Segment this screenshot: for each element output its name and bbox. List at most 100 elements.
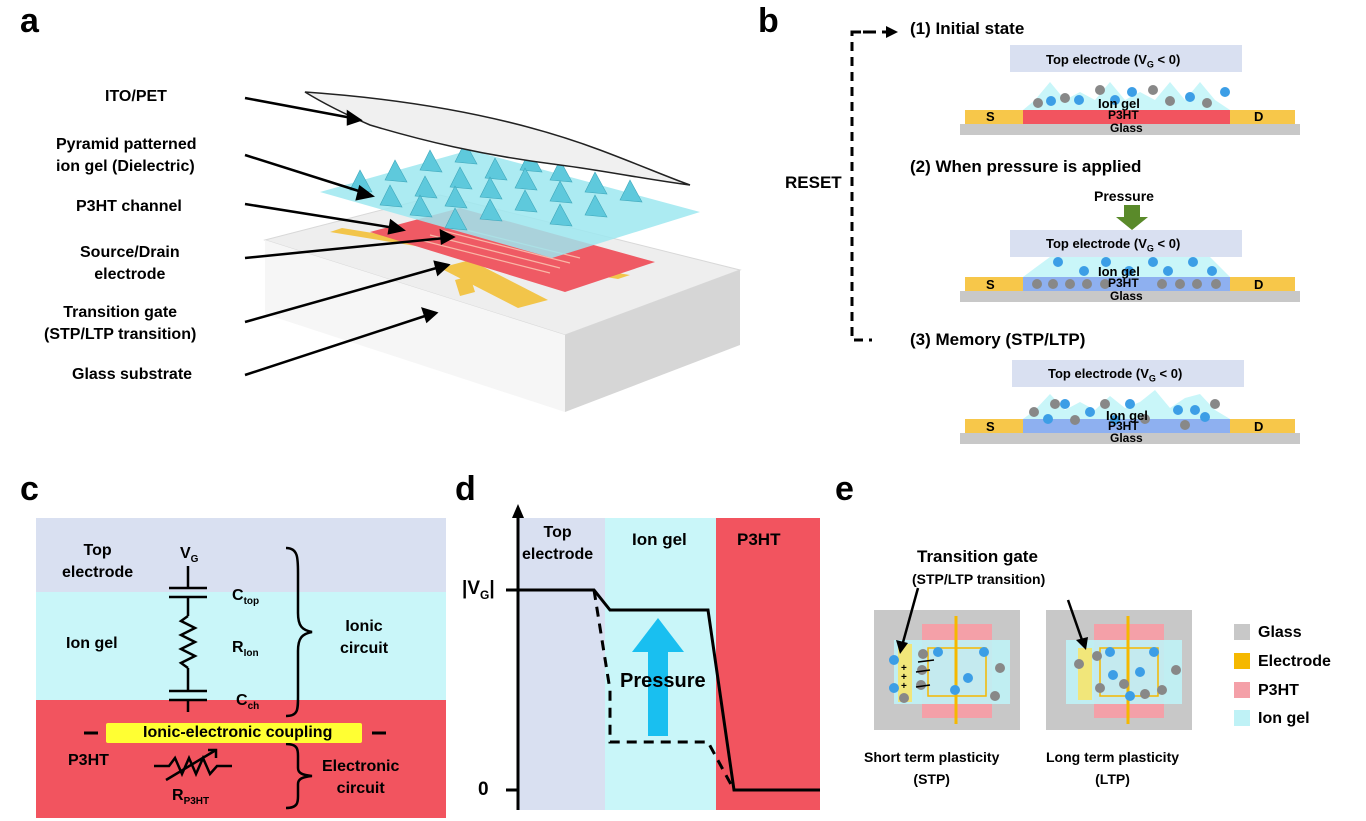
cch-label: Cch — [236, 692, 260, 713]
state-2-title: (2) When pressure is applied — [910, 157, 1142, 176]
c-top-electrode-region — [36, 518, 446, 592]
rion-label: RIon — [232, 639, 259, 660]
svg-text:+: + — [901, 672, 907, 683]
state-1-title: (1) Initial state — [910, 19, 1025, 38]
panel-b-diagram — [850, 26, 1300, 444]
stp-device: +++ — [874, 610, 1020, 730]
d-top-electrode-region — [518, 518, 605, 810]
state-1-glass-label: Glass — [1110, 121, 1143, 135]
d-pressure-label: Pressure — [620, 670, 706, 692]
reset-arrow-head — [886, 26, 898, 38]
legend-p3ht-label: P3HT — [1258, 682, 1299, 699]
label-ito-pet: ITO/PET — [105, 88, 167, 105]
legend-glass-swatch — [1234, 624, 1250, 640]
state-3-channel-label: P3HT — [1108, 419, 1139, 433]
ltp-caption: Long term plasticity (LTP) — [1046, 749, 1180, 787]
e-gate-title: Transition gate — [917, 547, 1038, 566]
state-3-title: (3) Memory (STP/LTP) — [910, 330, 1086, 349]
d-ion-gel-label: Ion gel — [632, 530, 687, 549]
label-p3ht-channel: P3HT channel — [76, 198, 182, 215]
rp3ht-label: RP3HT — [172, 787, 210, 808]
state-2-gel-label: Ion gel — [1098, 264, 1140, 279]
panel-d-diagram — [506, 504, 820, 810]
panel-a-label: a — [20, 2, 39, 40]
vg-label: VG — [180, 545, 199, 566]
d-zero-label: 0 — [478, 779, 489, 800]
label-transition-gate: Transition gate (STP/LTP transition) — [44, 304, 197, 343]
panel-c-label: c — [20, 470, 39, 508]
pressure-up-arrow — [632, 618, 684, 736]
panel-b-label: b — [758, 2, 779, 40]
d-y-axis-arrow — [512, 504, 524, 518]
c-ion-gel-region — [36, 592, 446, 700]
c-ion-gel-label: Ion gel — [66, 635, 118, 652]
circuit-wires — [154, 566, 232, 782]
label-source-drain: Source/Drain electrode — [80, 244, 180, 283]
potential-line-dashed — [592, 589, 736, 791]
state-2-ions — [1032, 257, 1221, 289]
legend-electrode-swatch — [1234, 653, 1250, 669]
state-1-top-electrode: Top electrode (VG < 0) — [1046, 52, 1181, 70]
legend-electrode-label: Electrode — [1258, 653, 1331, 670]
d-p3ht-region — [716, 518, 820, 810]
panel-c-circuit — [36, 518, 446, 818]
state-3-glass-label: Glass — [1110, 431, 1143, 445]
panel-e-label: e — [835, 470, 854, 508]
stp-gate-arrow — [900, 587, 920, 647]
svg-text:+: + — [901, 663, 907, 674]
p3ht-channel-layer — [370, 208, 655, 292]
ltp-gate-arrow-head — [1076, 637, 1088, 650]
stp-caption: Short term plasticity (STP) — [864, 749, 1000, 787]
svg-text:+: + — [901, 681, 907, 692]
c-top-electrode-label: Top electrode — [62, 542, 134, 581]
legend-glass-label: Glass — [1258, 624, 1302, 641]
legend-p3ht-swatch — [1234, 682, 1250, 698]
panel-a-illustration — [244, 91, 742, 412]
panel-a-arrows — [244, 96, 456, 377]
e-gate-subtitle: (STP/LTP transition) — [912, 571, 1046, 587]
state-1-s-label: S — [986, 109, 995, 124]
state-1-channel-label: P3HT — [1108, 108, 1139, 122]
d-p3ht-label: P3HT — [737, 530, 781, 549]
legend-ion-gel-label: Ion gel — [1258, 710, 1310, 727]
state-2-glass-label: Glass — [1110, 289, 1143, 303]
panel-e-diagram: +++ — [874, 587, 1250, 730]
panel-d-label: d — [455, 470, 476, 508]
state-3-d-label: D — [1254, 419, 1264, 434]
state-3-ions — [1029, 399, 1220, 430]
state-1-gel-label: Ion gel — [1098, 96, 1140, 111]
electronic-circuit-label: Electronic circuit — [322, 758, 400, 797]
electronic-circuit-brace — [285, 742, 313, 810]
label-glass-substrate: Glass substrate — [72, 366, 193, 383]
ionic-circuit-label: Ionic circuit — [340, 618, 389, 657]
state-3-gel-label: Ion gel — [1106, 408, 1148, 423]
coupling-band — [106, 723, 362, 743]
coupling-label: Ionic-electronic coupling — [143, 724, 333, 741]
interdigitated-pattern — [419, 225, 581, 274]
reset-bracket — [850, 30, 872, 342]
c-p3ht-region — [36, 700, 446, 818]
state-3-top-electrode: Top electrode (VG < 0) — [1048, 366, 1183, 384]
state-2-channel-label: P3HT — [1108, 276, 1139, 290]
ltp-gate-arrow — [1066, 599, 1084, 641]
reset-label: RESET — [785, 173, 842, 192]
potential-line-solid — [518, 588, 820, 792]
ito-pet-sheet — [304, 91, 691, 186]
state-1-stack — [960, 45, 1300, 135]
stp-gate-arrow-head — [896, 640, 908, 654]
pyramid-ion-gel-layer — [320, 141, 700, 258]
d-top-electrode-label: Top electrode — [522, 524, 594, 563]
state-3-s-label: S — [986, 419, 995, 434]
label-pyramid-ion-gel: Pyramid patterned ion gel (Dielectric) — [56, 136, 197, 175]
ctop-label: Ctop — [232, 587, 260, 608]
state-2-s-label: S — [986, 277, 995, 292]
c-p3ht-label: P3HT — [68, 752, 109, 769]
d-vg-label: |VG| — [462, 578, 495, 602]
pressure-arrow — [1116, 205, 1148, 230]
state-1-ions — [1033, 85, 1230, 108]
legend-ion-gel-swatch — [1234, 710, 1250, 726]
state-1-d-label: D — [1254, 109, 1264, 124]
pressure-label: Pressure — [1094, 188, 1154, 204]
ionic-circuit-brace — [285, 546, 313, 718]
state-2-top-electrode: Top electrode (VG < 0) — [1046, 236, 1181, 254]
